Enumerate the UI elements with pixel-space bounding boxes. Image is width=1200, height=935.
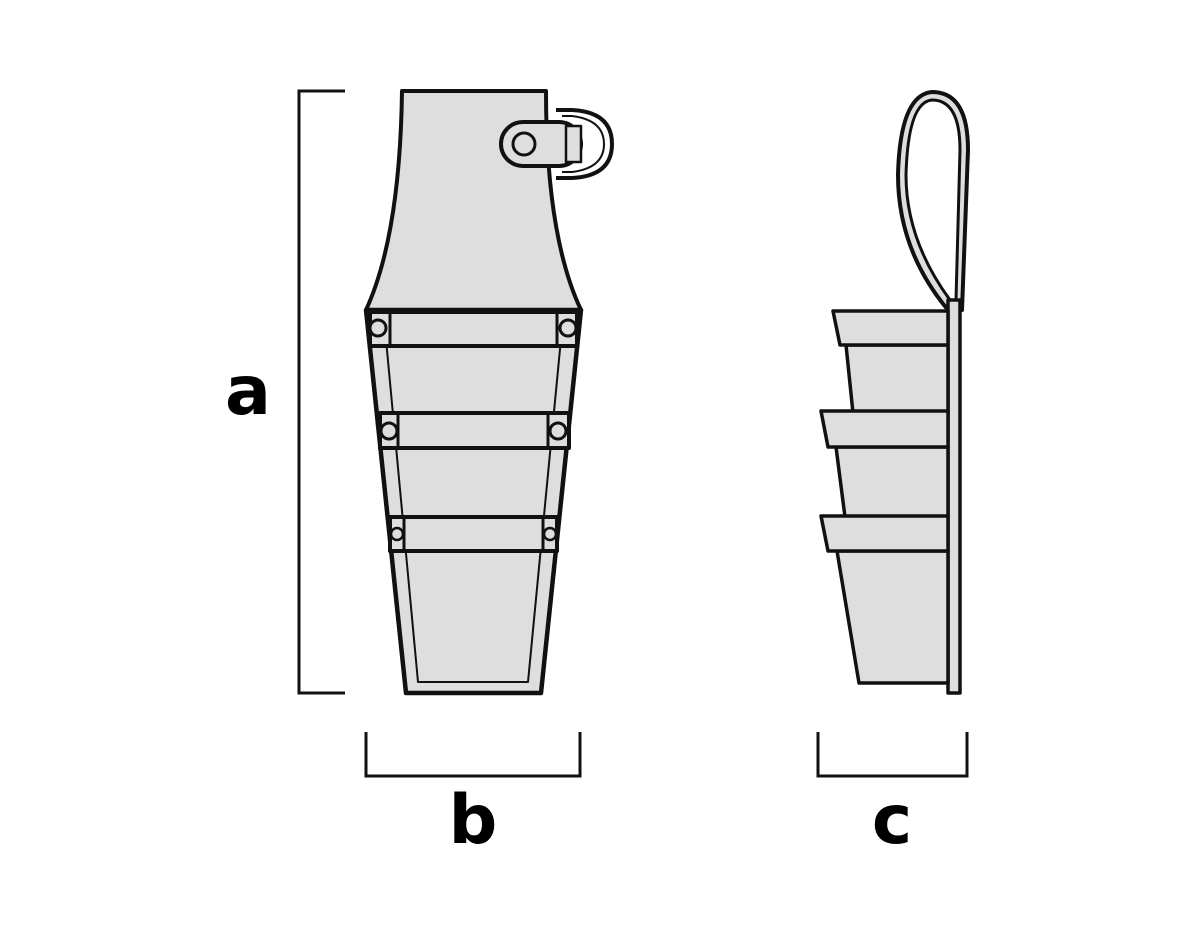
side-strap-2 [819,409,950,449]
side-pocket-lower [835,549,950,685]
depth-bracket [816,732,969,778]
side-strap-3 [819,514,950,553]
rivet-1-right-icon [558,318,578,338]
d-ring [556,108,614,180]
side-strap-1 [831,309,950,347]
holster-front-view [363,89,614,696]
strap-3 [388,515,559,553]
rivet-3-right-icon [542,526,558,542]
width-label: b [449,781,498,860]
side-pocket-upper [844,343,950,415]
rivet-2-left-icon [379,421,399,441]
rivet-1-left-icon [368,318,388,338]
width-bracket [364,732,582,778]
rivet-3-left-icon [389,526,405,542]
height-label: a [225,352,271,431]
pocket-body [363,307,584,696]
holster-side-view [819,90,970,695]
belt-loop-inner [904,98,962,301]
d-ring-inner [562,115,605,173]
side-pocket-middle [834,445,950,519]
belt-tab-rivet-icon [511,131,537,157]
strap-2 [378,411,571,450]
strap-1 [368,310,579,348]
depth-label: c [872,781,912,860]
belt-tab-end [564,124,583,164]
height-dimension [297,89,345,695]
back-spine [946,298,962,695]
height-bracket [297,89,345,695]
rivet-2-right-icon [548,421,568,441]
